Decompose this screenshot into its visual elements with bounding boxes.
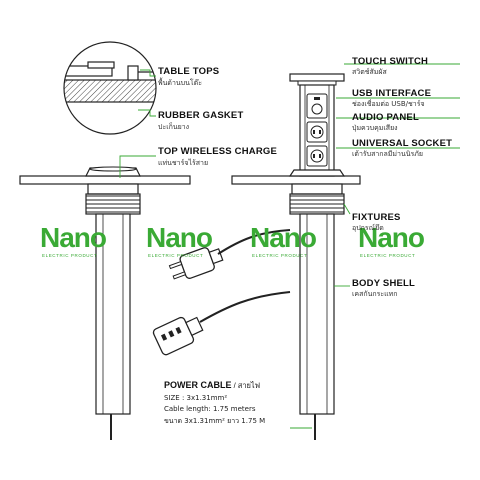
power-cable-illustration (152, 229, 291, 356)
label-table-tops-thai: พื้นด้านบนโต๊ะ (158, 79, 202, 87)
label-top-wireless-charge-thai: แท่นชาร์จไร้สาย (158, 159, 209, 167)
right-product-open (231, 73, 361, 440)
label-touch-switch-thai: สวิตช์สัมผัส (352, 68, 387, 76)
nano-watermark-tagline: ELECTRIC PRODUCT (252, 253, 308, 258)
leader-lines (119, 63, 460, 429)
label-audio-panel: AUDIO PANEL (352, 112, 419, 123)
power-cable-title-thai: / สายไฟ (231, 381, 261, 390)
power-cable-title: POWER CABLE / สายไฟ (164, 380, 260, 392)
label-universal-socket-thai: เต้ารับสากลมีม่านนิรภัย (352, 150, 424, 158)
label-table-tops: TABLE TOPS (158, 66, 220, 77)
label-rubber-gasket-thai: ปะเก็นยาง (158, 123, 190, 131)
nano-watermark: Nano (358, 222, 425, 253)
power-cable-length: Cable length: 1.75 meters (164, 405, 256, 413)
nano-watermark-tagline: ELECTRIC PRODUCT (42, 253, 98, 258)
left-product-closed (19, 166, 191, 440)
label-body-shell-thai: เคสกันกระแทก (352, 290, 398, 298)
nano-watermark-tagline: ELECTRIC PRODUCT (360, 253, 416, 258)
power-cable-thai-spec: ขนาด 3x1.31mm² ยาว 1.75 M (164, 417, 266, 425)
label-usb-interface: USB INTERFACE (352, 88, 432, 99)
label-fixtures-thai: อุปกรณ์ยึด (352, 224, 384, 232)
label-top-wireless-charge: TOP WIRELESS CHARGE (158, 146, 278, 157)
label-touch-switch: TOUCH SWITCH (352, 56, 429, 67)
label-audio-panel-thai: ปุ่มควบคุมเสียง (352, 124, 398, 132)
label-universal-socket: UNIVERSAL SOCKET (352, 138, 453, 149)
nano-watermark: Nano (40, 222, 107, 253)
power-cable-title-en: POWER CABLE (164, 380, 232, 390)
label-usb-interface-thai: ช่องเชื่อมต่อ USB/ชาร์จ (352, 100, 425, 108)
label-fixtures: FIXTURES (352, 212, 401, 223)
power-cable-size: SIZE : 3x1.31mm² (164, 394, 228, 402)
label-body-shell: BODY SHELL (352, 278, 416, 289)
table-top-zoom-detail (63, 41, 157, 135)
nano-watermark: Nano (146, 222, 213, 253)
label-rubber-gasket: RUBBER GASKET (158, 110, 244, 121)
nano-watermark: Nano (250, 222, 317, 253)
nano-watermark-tagline: ELECTRIC PRODUCT (148, 253, 204, 258)
